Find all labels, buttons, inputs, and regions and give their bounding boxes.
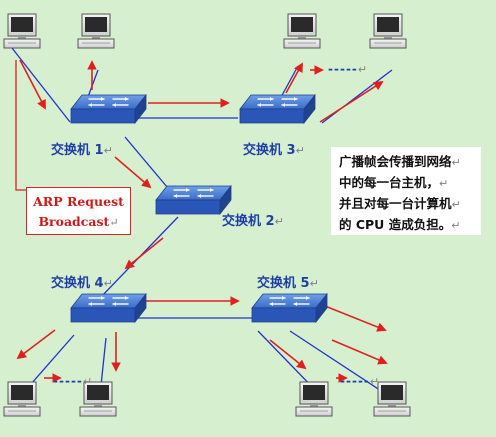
arrow-12 <box>324 305 387 332</box>
arrow-8 <box>124 237 164 270</box>
computer-icon <box>79 381 117 417</box>
switch-1-label: 交换机 1↵ <box>51 143 113 158</box>
computer-icon <box>283 13 321 49</box>
more-hosts-top-right: -----↵ <box>328 62 369 76</box>
switch-2-icon <box>155 184 232 216</box>
computer-icon <box>3 13 41 49</box>
arrow-13 <box>269 339 307 370</box>
arrow-4 <box>114 156 152 189</box>
arrow-5 <box>285 62 303 94</box>
arrow-1 <box>19 59 46 110</box>
network-links <box>11 47 393 399</box>
arrow-6 <box>319 80 384 123</box>
arp-line-1: ARP Request <box>33 194 124 209</box>
arp-callout-line <box>15 60 26 191</box>
arrow-14 <box>331 339 388 365</box>
link-6 <box>321 69 393 124</box>
note-line-2: 中的每一台主机，↵ <box>339 175 449 190</box>
note-line-1: 广播帧会传播到网络↵ <box>339 154 461 169</box>
note-line-3: 并且对每一台计算机↵ <box>339 196 461 211</box>
broadcast-arrows <box>16 59 388 383</box>
more-hosts-bottom-right: -----↵ <box>340 374 381 388</box>
note-line-4: 的 CPU 造成负担。↵ <box>339 217 461 232</box>
arp-request-callout: ARP Request Broadcast↵ <box>26 187 131 235</box>
switch-1-icon <box>70 93 147 125</box>
broadcast-note: 广播帧会传播到网络↵ 中的每一台主机，↵ 并且对每一台计算机↵ 的 CPU 造成… <box>331 147 481 235</box>
arp-connector <box>15 60 26 191</box>
arp-line-2: Broadcast↵ <box>38 214 119 229</box>
switch-5-label: 交换机 5↵ <box>257 276 319 291</box>
computers <box>3 13 411 417</box>
link-1 <box>11 47 71 123</box>
switch-2-label: 交换机 2↵ <box>222 214 284 229</box>
switch-3-label: 交换机 3↵ <box>243 143 305 158</box>
computer-icon <box>373 381 411 417</box>
computer-icon <box>3 381 41 417</box>
computer-icon <box>295 381 333 417</box>
switch-3-icon <box>239 93 316 125</box>
arrow-9 <box>16 329 56 360</box>
switch-4-icon <box>70 292 147 324</box>
switches <box>70 93 328 324</box>
link-12 <box>289 330 393 399</box>
switch-5-icon <box>251 292 328 324</box>
switch-4-label: 交换机 4↵ <box>51 276 113 291</box>
computer-icon <box>369 13 407 49</box>
more-hosts-bottom-left: -----↵ <box>53 374 94 388</box>
computer-icon <box>77 13 115 49</box>
